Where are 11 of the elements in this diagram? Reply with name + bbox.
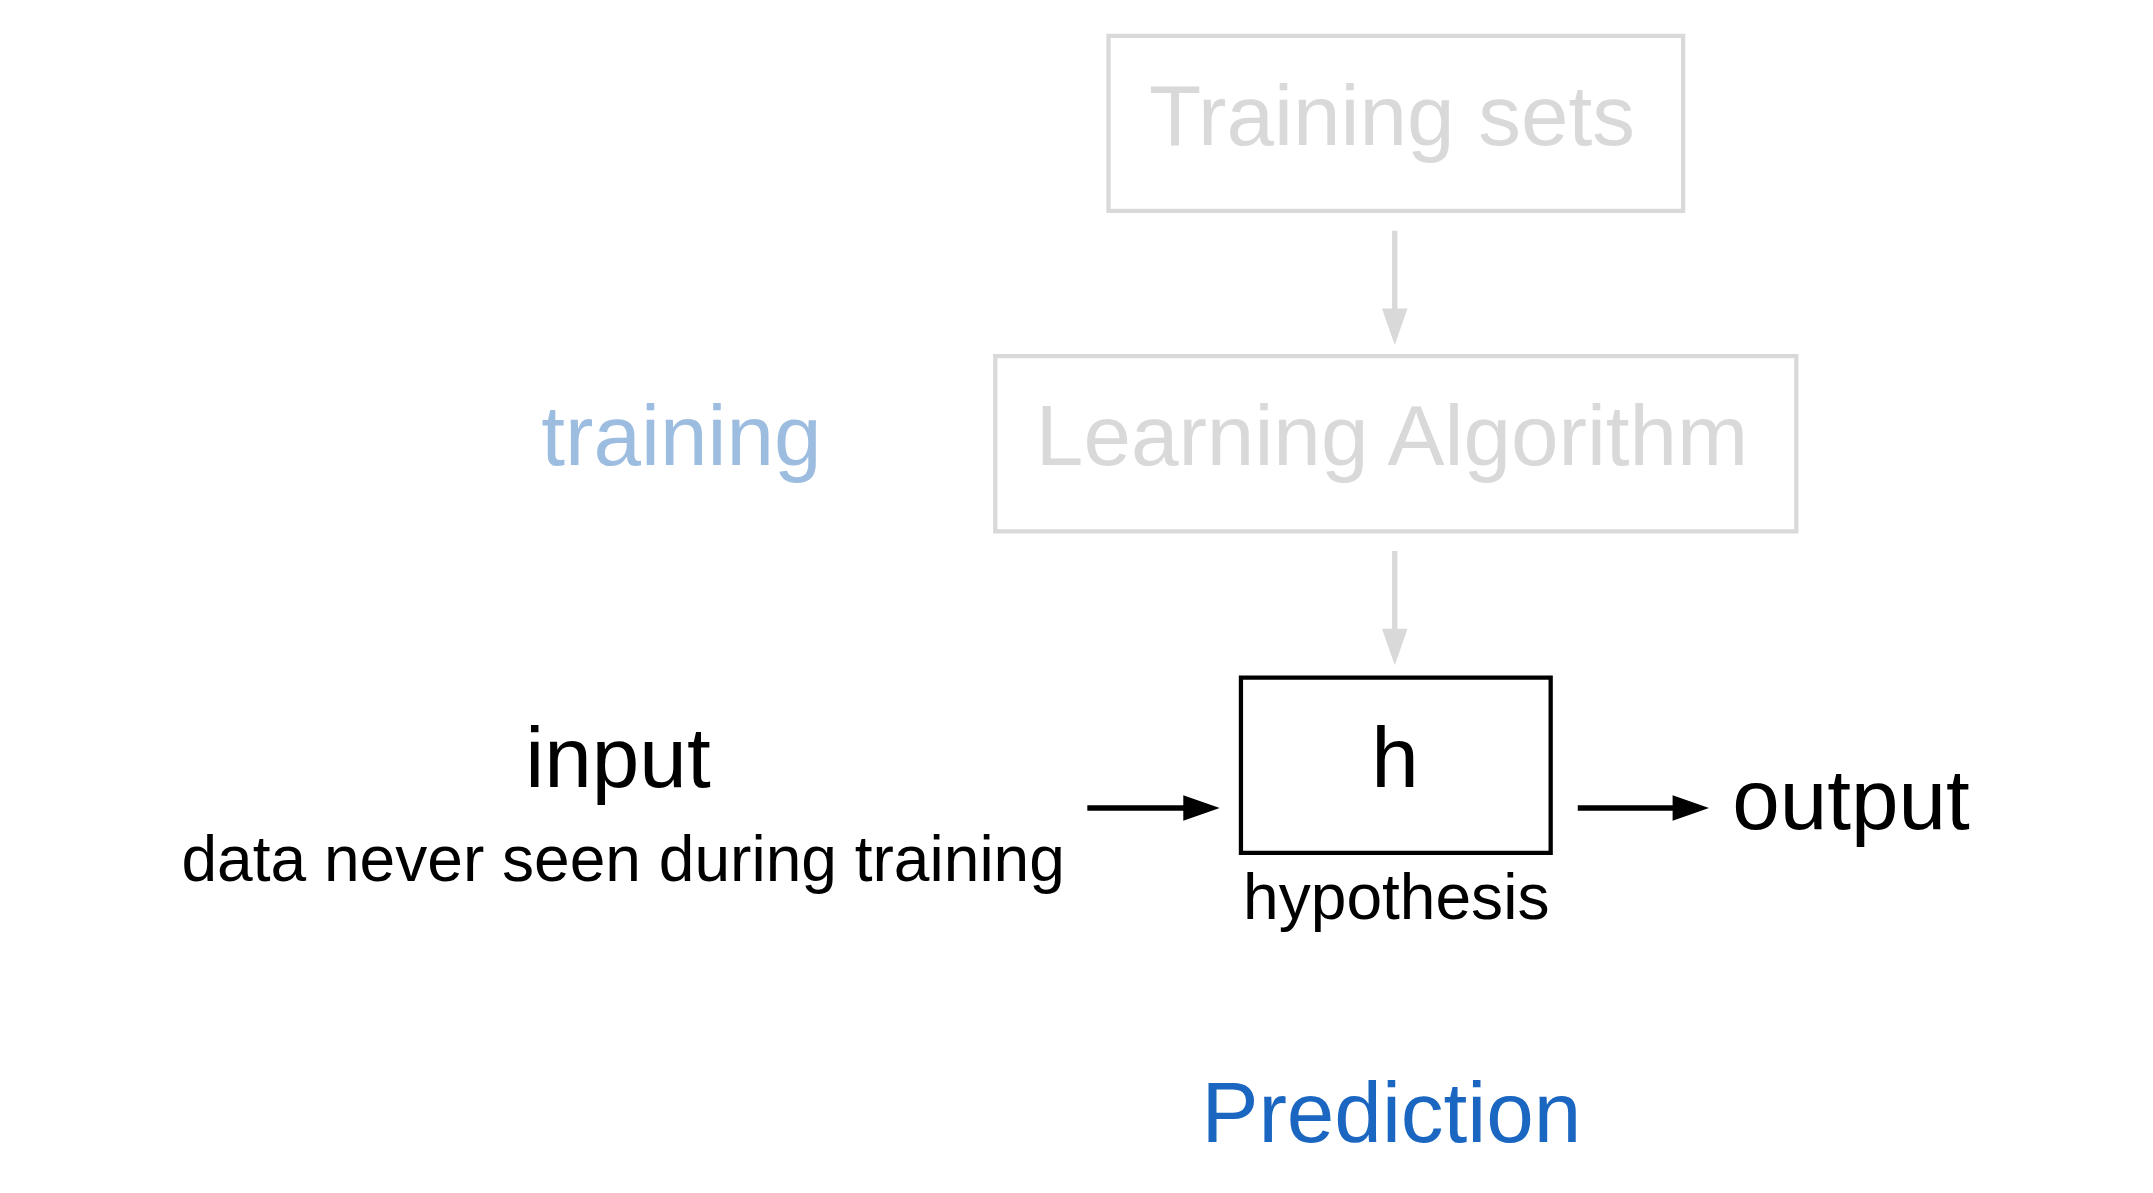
label: Prediction bbox=[1200, 1065, 1581, 1161]
arrow bbox=[1086, 795, 1220, 821]
node-text: input bbox=[524, 709, 711, 805]
arrow bbox=[1577, 795, 1709, 821]
arrow bbox=[1381, 551, 1407, 666]
arrow bbox=[1381, 230, 1407, 345]
node-label: data never seen during training bbox=[180, 822, 1065, 895]
node-text: output bbox=[1731, 752, 1970, 848]
node-label: hypothesis bbox=[1242, 861, 1549, 934]
node-box: h bbox=[1238, 675, 1553, 855]
label: training bbox=[540, 388, 822, 484]
